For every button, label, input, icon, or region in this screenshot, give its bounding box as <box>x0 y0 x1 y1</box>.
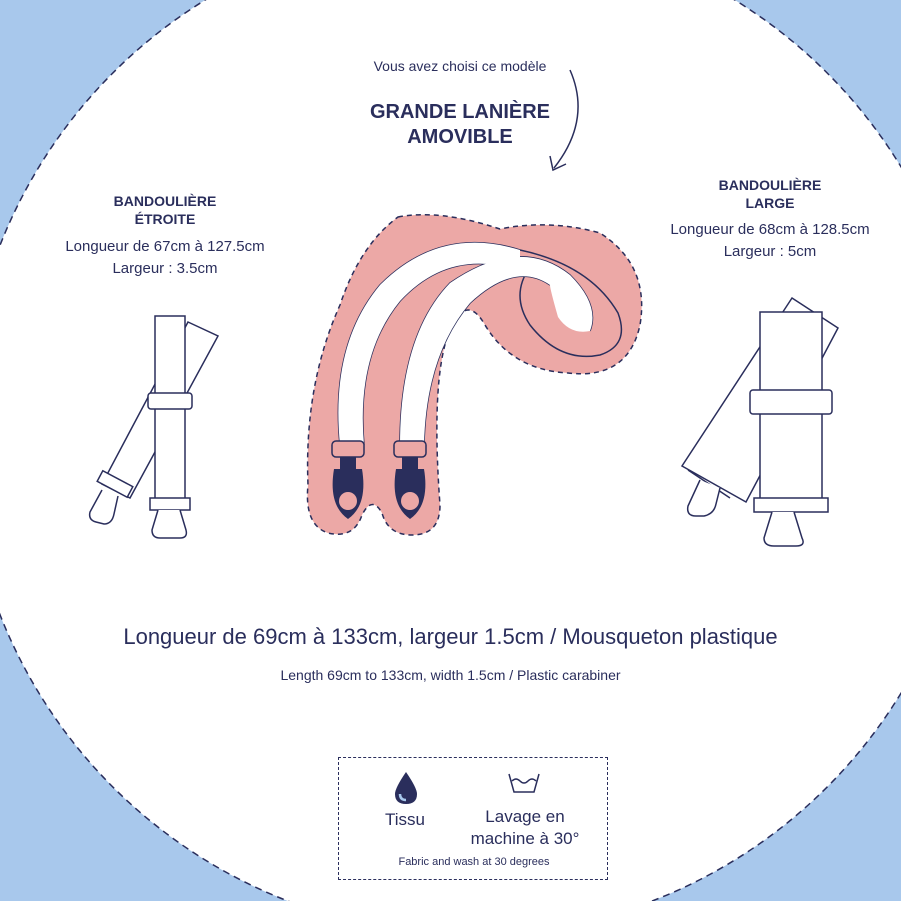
left-option-title-line1: BANDOULIÈRE <box>113 193 217 209</box>
left-option-width: Largeur : 3.5cm <box>112 260 218 277</box>
right-option-title-line1: BANDOULIÈRE <box>718 177 822 193</box>
left-option-title-line2: ÉTROITE <box>134 211 196 227</box>
left-option-title: BANDOULIÈRE ÉTROITE <box>60 192 270 228</box>
wash-label: Lavage en machine à 30° <box>454 806 596 850</box>
model-title-line1: GRANDE LANIÈRE <box>369 101 550 123</box>
wash-basin-icon <box>508 773 540 793</box>
water-drop-icon <box>395 772 417 804</box>
intro-text: Vous avez choisi ce modèle <box>373 58 547 74</box>
curved-arrow-icon <box>549 69 579 172</box>
care-note: Fabric and wash at 30 degrees <box>398 856 550 868</box>
right-option-title: BANDOULIÈRE LARGE <box>665 176 875 212</box>
left-option-length: Longueur de 67cm à 127.5cm <box>65 238 265 255</box>
wash-label-line1: Lavage en <box>485 807 565 826</box>
right-option-length: Longueur de 68cm à 128.5cm <box>670 221 870 238</box>
narrow-strap-illustration <box>88 315 220 539</box>
product-description-english: Length 69cm to 133cm, width 1.5cm / Plas… <box>280 667 621 683</box>
wide-strap-illustration <box>680 296 839 547</box>
product-description: Longueur de 69cm à 133cm, largeur 1.5cm … <box>123 624 778 649</box>
right-option-title-line2: LARGE <box>745 195 795 211</box>
wash-label-line2: machine à 30° <box>470 829 580 848</box>
fabric-label: Tissu <box>385 810 425 829</box>
right-option-width: Largeur : 5cm <box>723 243 817 260</box>
removable-strap-illustration <box>306 213 643 536</box>
model-title: GRANDE LANIÈRE AMOVIBLE <box>340 100 580 150</box>
right-option-specs: Longueur de 68cm à 128.5cm Largeur : 5cm <box>645 219 895 263</box>
care-instructions-box: Tissu Lavage en machine à 30° Fabric and… <box>338 757 608 880</box>
model-title-line2: AMOVIBLE <box>407 126 513 148</box>
left-option-specs: Longueur de 67cm à 127.5cm Largeur : 3.5… <box>40 236 290 280</box>
